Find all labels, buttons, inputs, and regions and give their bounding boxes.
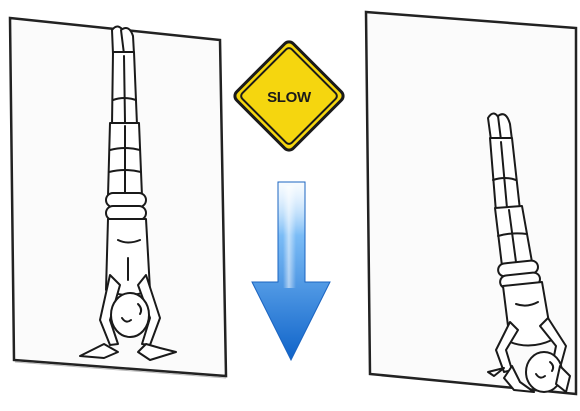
- slow-sign: SLOW: [232, 39, 345, 152]
- slow-sign-text: SLOW: [267, 89, 312, 106]
- right-panel: [366, 12, 576, 394]
- left-panel: [10, 18, 226, 378]
- down-arrow: [252, 182, 330, 360]
